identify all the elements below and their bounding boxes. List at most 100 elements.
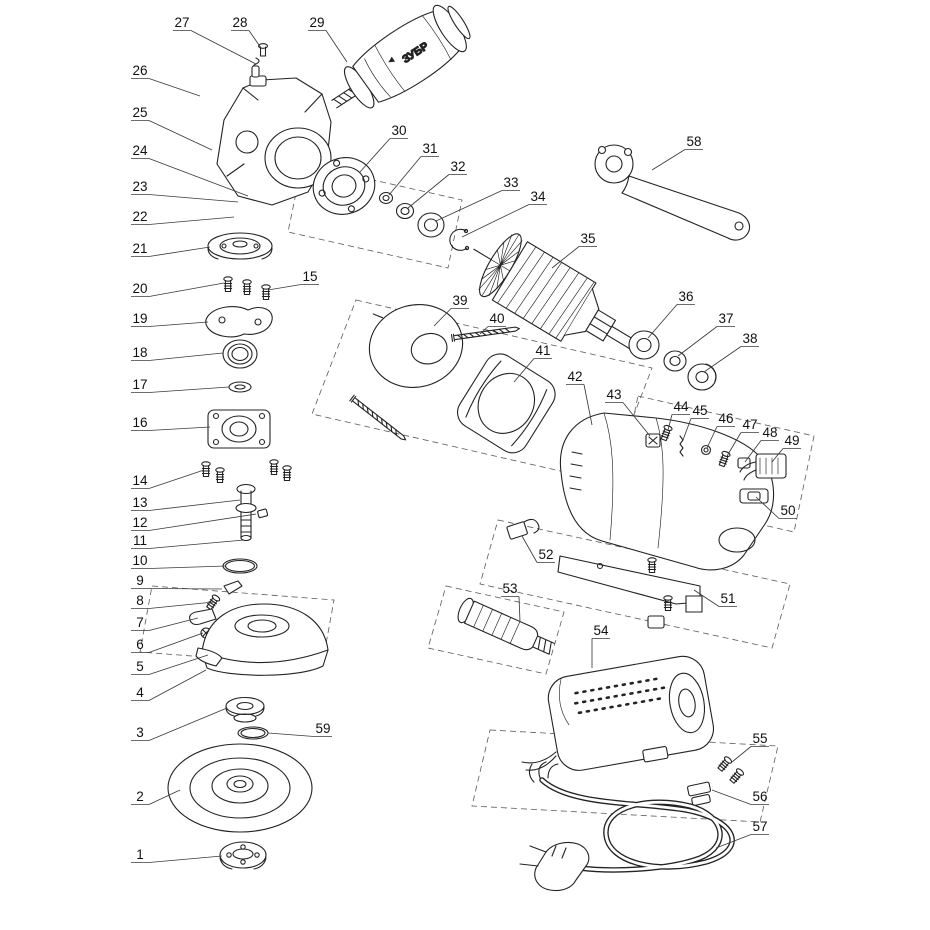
svg-text:43: 43 [606, 387, 621, 402]
part-label-10: 10 [131, 553, 227, 569]
svg-text:31: 31 [422, 141, 437, 156]
svg-text:23: 23 [132, 179, 147, 194]
svg-text:33: 33 [503, 175, 518, 190]
bearing-cover [312, 157, 376, 215]
part-label-9: 9 [131, 573, 223, 590]
spring-icon [679, 435, 684, 457]
part-label-39: 39 [433, 293, 469, 327]
side-handle-small [457, 597, 555, 655]
svg-text:46: 46 [718, 411, 733, 426]
part-label-25: 25 [131, 105, 213, 151]
motor-wires [521, 751, 557, 771]
svg-text:35: 35 [580, 231, 595, 246]
gasket-plate [205, 306, 273, 338]
part-label-40: 40 [479, 311, 506, 335]
svg-text:49: 49 [784, 433, 799, 448]
svg-text:21: 21 [132, 241, 147, 256]
svg-text:2: 2 [136, 789, 144, 804]
spacer-ring [237, 726, 269, 740]
spindle-bearing [222, 339, 258, 369]
part-label-49: 49 [771, 433, 801, 463]
part-label-44: 44 [667, 399, 690, 431]
svg-text:29: 29 [309, 15, 324, 30]
part-label-48: 48 [744, 425, 779, 463]
svg-text:50: 50 [780, 503, 795, 518]
wheel-guard [195, 603, 329, 676]
part-label-34: 34 [461, 189, 547, 238]
part-label-24: 24 [131, 143, 249, 197]
svg-text:44: 44 [673, 399, 689, 414]
washer [228, 381, 252, 393]
spindle-key-icon [257, 508, 269, 519]
svg-text:20: 20 [132, 281, 147, 296]
part-label-36: 36 [647, 289, 695, 339]
part-label-32: 32 [407, 159, 467, 209]
part-label-55: 55 [731, 731, 769, 763]
svg-text:3: 3 [136, 725, 144, 740]
part-label-18: 18 [131, 345, 224, 361]
svg-text:8: 8 [136, 593, 144, 608]
part-label-17: 17 [131, 377, 230, 393]
part-label-45: 45 [682, 403, 709, 441]
vent-holes-icon [574, 676, 666, 715]
svg-text:42: 42 [567, 369, 582, 384]
plate-screws [201, 459, 292, 484]
power-cord [519, 761, 735, 892]
svg-text:30: 30 [391, 123, 406, 138]
svg-text:34: 34 [530, 189, 546, 204]
part-label-19: 19 [131, 311, 209, 327]
svg-text:1: 1 [136, 847, 144, 862]
svg-text:19: 19 [132, 311, 147, 326]
spindle-lock-parts [251, 43, 269, 78]
carbon-brush [506, 518, 540, 540]
grinding-disc [167, 743, 313, 833]
circlip-icon [449, 228, 468, 251]
part-label-15: 15 [267, 269, 319, 291]
part-label-35: 35 [551, 231, 597, 269]
svg-text:18: 18 [132, 345, 147, 360]
svg-text:15: 15 [302, 269, 317, 284]
part-label-13: 13 [131, 495, 241, 511]
part-label-47: 47 [726, 417, 759, 457]
baffle-plate [368, 304, 464, 388]
part-label-50: 50 [755, 496, 797, 519]
part-label-20: 20 [131, 281, 225, 297]
svg-text:11: 11 [133, 533, 147, 548]
svg-text:22: 22 [132, 209, 147, 224]
switch-parts [645, 423, 787, 504]
part-label-41: 41 [513, 343, 552, 383]
part-label-38: 38 [703, 331, 759, 373]
part-label-54: 54 [591, 623, 610, 668]
svg-text:56: 56 [752, 789, 767, 804]
svg-text:32: 32 [450, 159, 465, 174]
part-label-29: 29 [308, 15, 348, 63]
part-label-5: 5 [131, 654, 209, 675]
svg-text:38: 38 [742, 331, 757, 346]
part-label-6: 6 [131, 632, 204, 653]
part-label-46: 46 [706, 411, 735, 449]
svg-text:26: 26 [132, 63, 147, 78]
svg-text:9: 9 [136, 573, 144, 588]
part-label-14: 14 [131, 469, 205, 489]
part-label-8: 8 [131, 593, 215, 609]
svg-text:47: 47 [742, 417, 757, 432]
part-label-12: 12 [131, 513, 257, 531]
svg-text:17: 17 [132, 377, 147, 392]
clamp-nut [207, 232, 273, 260]
motor-housing-rear [547, 655, 715, 771]
part-label-37: 37 [677, 311, 735, 357]
part-label-30: 30 [359, 123, 408, 173]
capacitor-icon [755, 453, 787, 479]
svg-text:45: 45 [692, 403, 707, 418]
power-plug [519, 841, 590, 892]
o-ring [222, 558, 258, 574]
flange-screws [223, 276, 271, 301]
shaft-small-parts [378, 191, 470, 251]
part-label-57: 57 [715, 819, 769, 849]
pin-wrench [594, 144, 751, 241]
part-label-51: 51 [693, 589, 737, 607]
svg-text:13: 13 [132, 495, 147, 510]
svg-text:5: 5 [136, 659, 144, 674]
part-label-42: 42 [566, 369, 593, 426]
